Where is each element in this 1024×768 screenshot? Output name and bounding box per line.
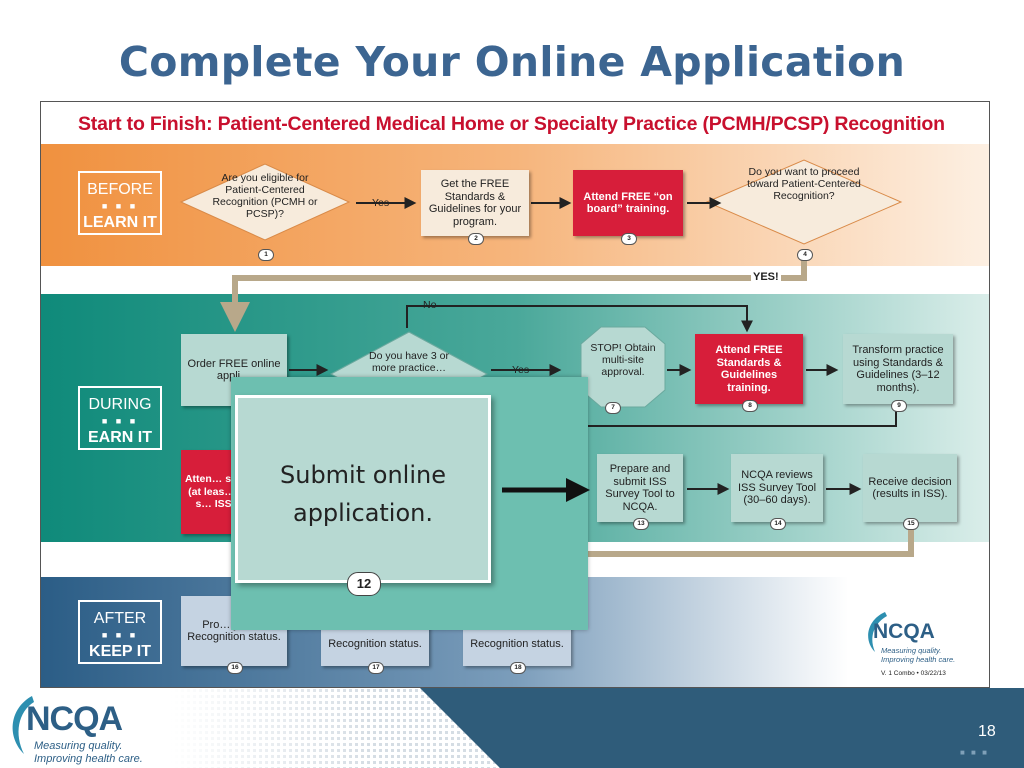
footer-logo-tagline-1: Measuring quality. [34,740,123,752]
step-number-16: 16 [227,662,243,674]
step-15-box: Receive decision (results in ISS). [863,454,957,522]
step-8-box: Attend FREE Standards & Guidelines train… [695,334,803,404]
label-yes-2: Yes [512,364,530,376]
step-number-7: 7 [605,402,621,414]
phase-after: AFTER ■ ■ ■ KEEP IT [78,600,162,664]
diamond-step-4 [705,159,903,245]
step-6-text: Do you have 3 or more practice… [369,350,449,374]
label-yes-1: Yes [372,197,390,209]
footer-dots: ■ ■ ■ [960,748,989,757]
slide-title: Complete Your Online Application [118,38,906,86]
step-number-9: 9 [891,400,907,412]
zoom-step-12-text: Submit online application. [280,461,446,527]
figure-logo-tagline-2: Improving health care. [881,655,956,664]
footer-background [0,688,1024,768]
figure-version: V. 1 Combo • 03/22/13 [881,670,946,677]
step-number-1: 1 [258,249,274,261]
label-yes-big: YES! [751,271,781,283]
footer-bar: ■ ■ ■ [0,688,1024,768]
footer-logo-name: NCQA [26,700,123,738]
step-number-17: 17 [368,662,384,674]
figure-logo-swoosh-icon [868,612,887,652]
phase-during-bottom: EARN IT [88,429,152,446]
phase-after-bottom: KEEP IT [89,643,151,660]
label-no: No [423,299,437,311]
step-4-text: Do you want to proceed toward Patient-Ce… [747,166,861,202]
arrow-yes-to-during [220,252,807,332]
figure-title: Start to Finish: Patient-Centered Medica… [78,113,945,135]
zoom-step-number-12: 12 [347,572,381,596]
phase-before-top: BEFORE [87,181,153,198]
step-number-18: 18 [510,662,526,674]
step-number-4: 4 [797,249,813,261]
step-7-text: STOP! Obtain multi-site approval. [590,342,656,378]
zoom-step-12-card: Submit online application. [235,395,491,583]
arrow-no [406,305,753,333]
step-number-3: 3 [621,233,637,245]
step-number-13: 13 [633,518,649,530]
phase-before-bottom: LEARN IT [83,214,157,231]
phase-after-top: AFTER [93,610,147,627]
step-3-box: Attend FREE “on board” training. [573,170,683,236]
arrow-9-down [586,407,897,427]
footer-logo-swoosh-icon [12,696,34,754]
footer-logo-tagline-2: Improving health care. [34,753,143,765]
step-1-text: Are you eligible for Patient-Centered Re… [212,172,318,220]
step-number-14: 14 [770,518,786,530]
phase-before: BEFORE ■ ■ ■ LEARN IT [78,171,162,235]
arrow-15-to-after [561,526,914,557]
phase-after-dots: ■ ■ ■ [101,630,139,640]
step-13-box: Prepare and submit ISS Survey Tool to NC… [597,454,683,522]
step-number-2: 2 [468,233,484,245]
step-number-15: 15 [903,518,919,530]
flow-connectors [179,159,914,557]
diamond-step-1 [179,163,351,241]
figure-logo-name: NCQA [873,620,935,643]
figure-header-band [41,102,989,142]
step-number-8: 8 [742,400,758,412]
step-9-box: Transform practice using Standards & Gui… [843,334,953,404]
phase-before-dots: ■ ■ ■ [101,201,139,211]
phase-during: DURING ■ ■ ■ EARN IT [78,386,162,450]
phase-during-top: DURING [88,396,152,413]
step-14-box: NCQA reviews ISS Survey Tool (30–60 days… [731,454,823,522]
phase-during-dots: ■ ■ ■ [101,416,139,426]
figure-logo-tagline-1: Measuring quality. [881,646,942,655]
step-2-box: Get the FREE Standards & Guidelines for … [421,170,529,236]
page-number: 18 [978,723,996,740]
zoom-arrow-icon [502,478,590,502]
